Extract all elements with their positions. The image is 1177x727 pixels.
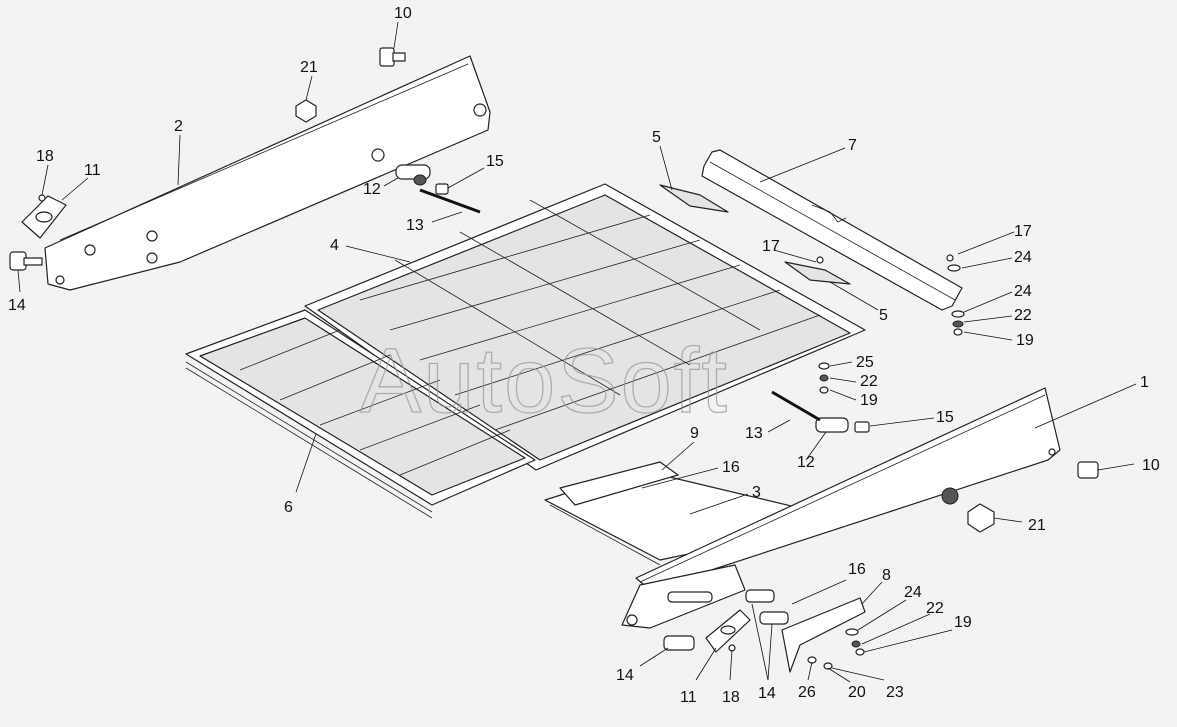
part-12-axle-right (815, 417, 849, 433)
callout-label: 22 (1014, 307, 1032, 324)
part-14-bolt-left (9, 251, 43, 271)
callout-label: 22 (860, 373, 878, 390)
part-14-bolts-bottom (663, 589, 789, 651)
callout-label: 19 (954, 614, 972, 631)
callout-label: 14 (616, 667, 634, 684)
part-21-nut-right (967, 503, 995, 533)
part-15-bolt-right (854, 421, 870, 433)
callout-label: 12 (363, 181, 381, 198)
callout-label: 10 (394, 5, 412, 22)
callout-label: 9 (690, 425, 699, 442)
callout-label: 14 (758, 685, 776, 702)
callout-label: 14 (8, 297, 26, 314)
callout-label: 24 (1014, 283, 1032, 300)
part-2-side-beam (44, 55, 491, 291)
callout-label: 19 (860, 392, 878, 409)
part-21-nut-top (295, 99, 317, 123)
callout-label: 23 (886, 684, 904, 701)
part-5-grids (659, 184, 851, 285)
part-11-flanges (21, 195, 751, 653)
part-7-bracket (701, 149, 963, 311)
callout-label: 22 (926, 600, 944, 617)
leader-lines (17, 21, 1137, 683)
callout-label: 20 (848, 684, 866, 701)
callout-label: 18 (36, 148, 54, 165)
callout-label: 16 (848, 561, 866, 578)
callout-label: 12 (797, 454, 815, 471)
callout-label: 24 (904, 584, 922, 601)
part-10-bolt-top (379, 47, 406, 67)
callout-label: 13 (406, 217, 424, 234)
callout-label: 11 (84, 162, 101, 179)
callout-label: 17 (762, 238, 780, 255)
callout-label: 18 (722, 689, 740, 706)
part-15-bolt-top (435, 183, 449, 195)
part-6-lower-sieve (185, 309, 536, 519)
callout-label: 21 (1028, 517, 1046, 534)
callout-label: 15 (936, 409, 954, 426)
callout-label: 15 (486, 153, 504, 170)
callout-label: 10 (1142, 457, 1160, 474)
callout-label: 3 (752, 484, 761, 501)
callout-label: 13 (745, 425, 763, 442)
callout-label: 24 (1014, 249, 1032, 266)
callout-label: 6 (284, 499, 293, 516)
callout-label: 2 (174, 118, 183, 135)
callout-label: 17 (1014, 223, 1032, 240)
washers-and-nuts (728, 254, 965, 670)
callout-label: 21 (300, 59, 318, 76)
callout-label: 5 (879, 307, 888, 324)
callout-label: 19 (1016, 332, 1034, 349)
callout-label: 8 (882, 567, 891, 584)
callout-label: 1 (1140, 374, 1149, 391)
callout-label: 7 (848, 137, 857, 154)
callout-label: 25 (856, 354, 874, 371)
part-13-rod-right (771, 390, 821, 422)
callout-label: 16 (722, 459, 740, 476)
callout-label: 11 (680, 689, 697, 706)
part-8-bracket (781, 597, 866, 673)
callout-label: 5 (652, 129, 661, 146)
callout-labels: 10 21 2 18 11 12 15 13 14 4 5 7 17 24 24… (8, 5, 1160, 706)
part-12-axle-top (395, 164, 431, 186)
callout-label: 26 (798, 684, 816, 701)
part-9-bracket (559, 461, 679, 506)
part-10-bolt-right (1077, 461, 1099, 479)
callout-label: 4 (330, 237, 339, 254)
part-18-bolt-left (38, 194, 46, 202)
part-13-rod-top (419, 188, 481, 214)
watermark-text: AutoSoft (360, 330, 729, 432)
